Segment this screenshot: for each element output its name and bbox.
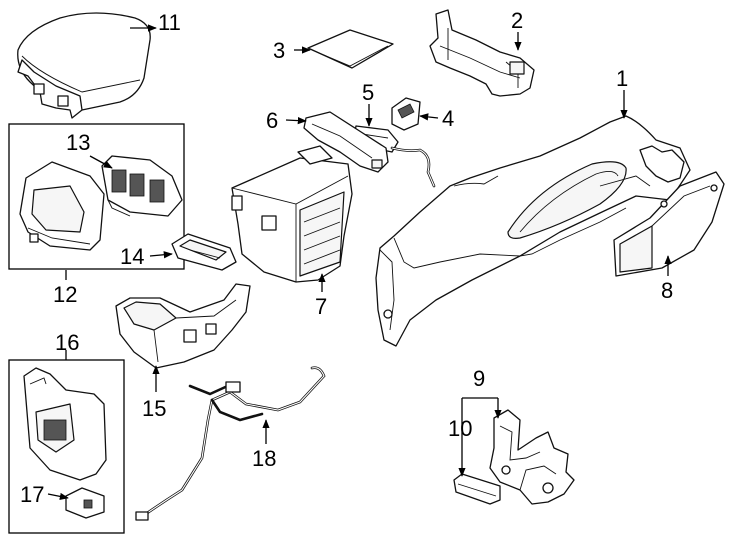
leader-lines bbox=[47, 24, 672, 500]
part-4-switch bbox=[391, 97, 421, 131]
part-16-shift-cover bbox=[23, 367, 107, 481]
part-15-front-tray bbox=[115, 283, 251, 369]
part-6-rail bbox=[303, 111, 389, 173]
callout-13: 13 bbox=[66, 130, 90, 155]
part-12-group-box bbox=[8, 123, 185, 270]
callout-8: 8 bbox=[661, 278, 673, 303]
part-18-wire-harness bbox=[135, 366, 326, 521]
part-12-trim-bezel bbox=[19, 161, 105, 251]
callout-17: 17 bbox=[20, 482, 44, 507]
callout-7: 7 bbox=[315, 294, 327, 319]
callout-labels: 11 2 3 4 5 6 7 8 1 9 10 13 14 12 16 15 1… bbox=[20, 8, 673, 507]
part-11-armrest-lid bbox=[17, 12, 151, 119]
callout-10: 10 bbox=[448, 416, 472, 441]
part-1-console-body bbox=[375, 115, 691, 347]
callout-1: 1 bbox=[616, 66, 628, 91]
callout-2: 2 bbox=[511, 8, 523, 33]
part-17-switch bbox=[65, 487, 105, 519]
part-2-bracket bbox=[429, 9, 535, 97]
part-9-shifter-bracket bbox=[489, 409, 575, 505]
callout-15: 15 bbox=[142, 396, 166, 421]
callout-5: 5 bbox=[362, 80, 374, 105]
callout-16: 16 bbox=[55, 330, 79, 355]
callout-6: 6 bbox=[266, 108, 278, 133]
callout-9: 9 bbox=[473, 366, 485, 391]
part-8-side-panel bbox=[613, 171, 725, 277]
callout-3: 3 bbox=[273, 38, 285, 63]
callout-14: 14 bbox=[120, 244, 144, 269]
part-14-switch-panel bbox=[171, 233, 237, 271]
part-13-air-vent bbox=[101, 155, 183, 217]
callout-18: 18 bbox=[252, 446, 276, 471]
callout-11: 11 bbox=[158, 10, 181, 35]
callout-12: 12 bbox=[53, 282, 77, 307]
callout-4: 4 bbox=[442, 106, 454, 131]
part-10-shifter-trim bbox=[453, 473, 501, 505]
part-3-tray-mat bbox=[307, 29, 394, 69]
part-7-storage-box bbox=[231, 145, 353, 283]
